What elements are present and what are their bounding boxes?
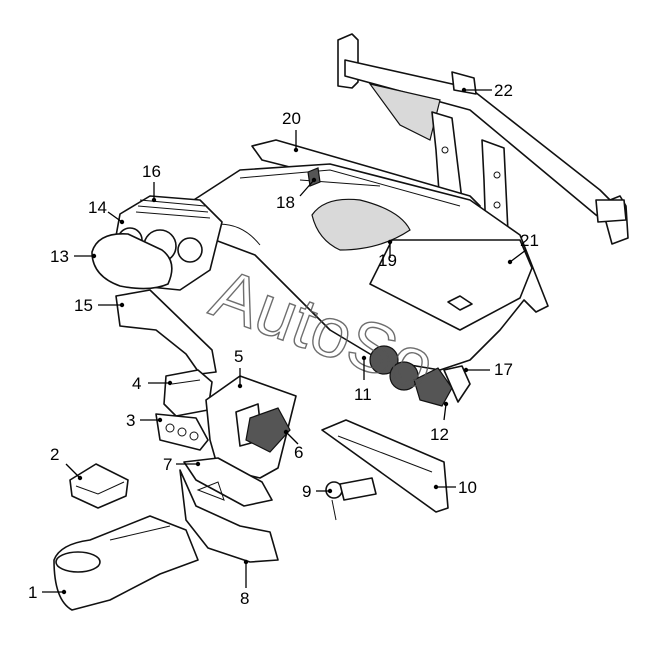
- leader-line-12: [443, 403, 447, 421]
- leader-dot-5: [237, 383, 243, 389]
- air-vents: [369, 345, 471, 407]
- callout-label-3: 3: [126, 411, 135, 430]
- leader-dot-12: [443, 401, 449, 407]
- callout-label-1: 1: [28, 583, 37, 602]
- leader-dot-8: [243, 559, 249, 565]
- leader-line-18: [299, 179, 315, 197]
- lower-console-panels: [179, 457, 279, 563]
- callout-label-5: 5: [234, 347, 243, 366]
- radio-unit: [69, 463, 129, 509]
- leader-dot-4: [167, 380, 173, 386]
- cluster-lens: [91, 233, 173, 290]
- leader-dot-17: [463, 367, 469, 373]
- leader-dot-7: [195, 461, 201, 467]
- callout-label-2: 2: [50, 445, 59, 464]
- leader-dot-14: [119, 219, 125, 225]
- leader-line-14: [107, 211, 123, 223]
- callout-label-12: 12: [430, 425, 449, 444]
- leader-dot-10: [433, 484, 439, 490]
- leader-line-6: [285, 431, 299, 445]
- leader-line-2: [65, 463, 81, 479]
- callout-label-9: 9: [302, 482, 311, 501]
- callout-label-15: 15: [74, 296, 93, 315]
- callout-label-10: 10: [458, 478, 477, 497]
- callout-label-7: 7: [163, 455, 172, 474]
- lower-trim-panel: [115, 289, 217, 375]
- callout-label-19: 19: [378, 251, 397, 270]
- dashboard-body: [185, 163, 549, 371]
- leader-dot-15: [119, 302, 125, 308]
- leader-dot-19: [387, 239, 393, 245]
- callout-label-16: 16: [142, 162, 161, 181]
- leader-dot-6: [283, 429, 289, 435]
- leader-dot-11: [361, 355, 367, 361]
- leader-dot-3: [157, 417, 163, 423]
- center-console-bezel: [205, 375, 297, 479]
- callout-label-21: 21: [520, 231, 539, 250]
- leader-dot-16: [151, 197, 157, 203]
- leader-line-21: [509, 249, 527, 263]
- leader-dot-13: [91, 253, 97, 259]
- callout-label-17: 17: [494, 360, 513, 379]
- callout-label-4: 4: [132, 374, 141, 393]
- switch-panel: [155, 413, 209, 451]
- callout-label-18: 18: [276, 193, 295, 212]
- callout-label-14: 14: [88, 198, 107, 217]
- small-clip-18: [307, 167, 321, 187]
- control-module: [163, 369, 213, 417]
- callout-label-11: 11: [354, 385, 372, 404]
- callout-label-20: 20: [282, 109, 301, 128]
- leader-dot-9: [327, 488, 333, 494]
- floor-console: [53, 515, 199, 611]
- callout-label-22: 22: [494, 81, 513, 100]
- leader-dot-2: [77, 475, 83, 481]
- leader-dot-22: [461, 87, 467, 93]
- callout-label-6: 6: [294, 443, 303, 462]
- callout-leaders: [42, 87, 527, 595]
- leader-dot-1: [61, 589, 67, 595]
- leader-dot-20: [293, 147, 299, 153]
- callout-label-13: 13: [50, 247, 69, 266]
- ignition-lock: [325, 477, 377, 521]
- leader-dot-21: [507, 259, 513, 265]
- leader-dot-18: [311, 177, 317, 183]
- callout-label-8: 8: [240, 589, 249, 608]
- glove-box: [321, 419, 449, 513]
